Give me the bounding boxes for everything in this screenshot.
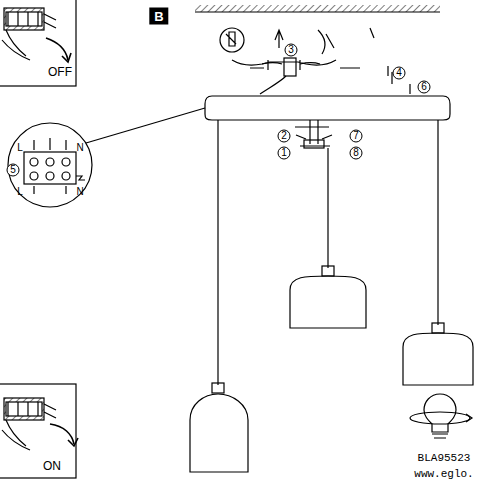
- callout-number: 2: [281, 131, 287, 141]
- step-badge: B: [149, 8, 168, 25]
- model-number: BLA95523: [418, 453, 471, 464]
- callout-number: 5: [10, 165, 16, 175]
- switch-label: ON: [43, 460, 61, 472]
- callout-number: 8: [353, 148, 359, 158]
- callout-number: 1: [281, 148, 287, 158]
- callout-number: 6: [421, 82, 427, 92]
- terminal-label: N: [76, 143, 83, 153]
- switch-label: OFF: [48, 66, 72, 78]
- terminal-label: L: [17, 187, 23, 197]
- terminal-label: L: [17, 143, 23, 153]
- callout-number: 7: [353, 131, 359, 141]
- callout-number: 4: [396, 68, 402, 78]
- callout-number: 3: [288, 45, 294, 55]
- website: www.eglo.: [414, 469, 473, 480]
- terminal-label: N: [76, 187, 83, 197]
